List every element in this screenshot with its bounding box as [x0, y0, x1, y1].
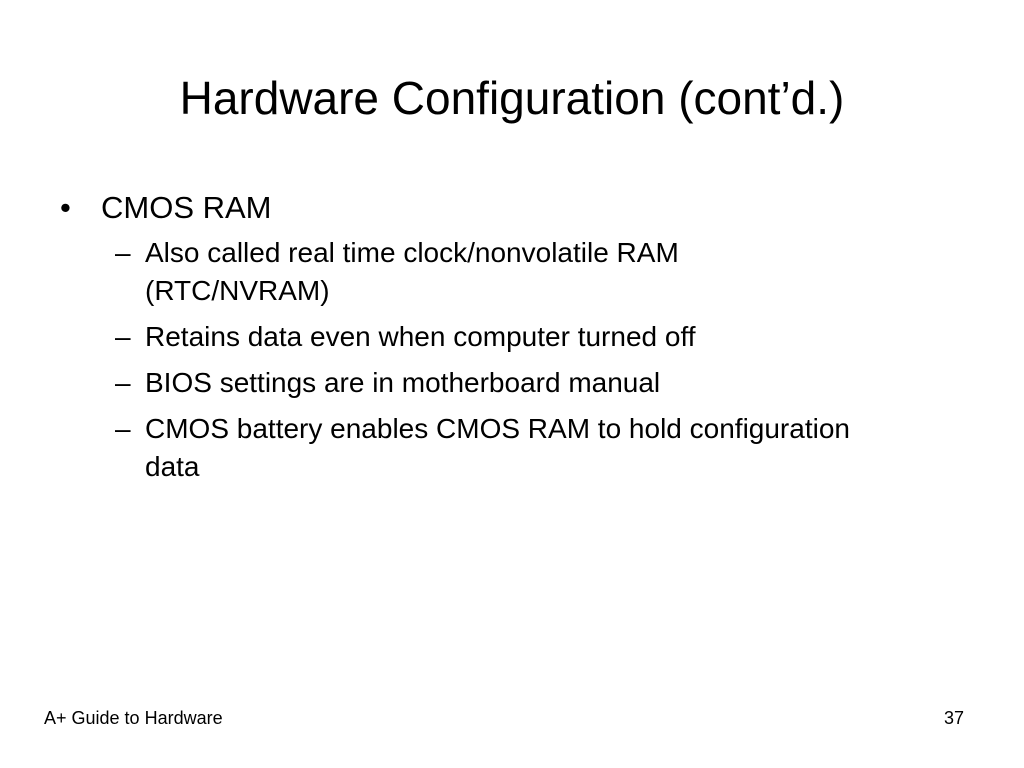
page-number: 37 [943, 708, 964, 728]
sub-bullet-item: – CMOS battery enables CMOS RAM to hold … [60, 410, 865, 486]
sub-bullet-item: – Also called real time clock/nonvolatil… [60, 234, 865, 310]
bullet-text: CMOS RAM [101, 190, 272, 225]
slide-body: • CMOS RAM – Also called real time clock… [60, 186, 960, 486]
sub-bullet-text: BIOS settings are in motherboard manual [145, 367, 661, 398]
bullet-marker: • [60, 190, 71, 225]
sub-bullet-text: Retains data even when computer turned o… [145, 321, 696, 352]
footer-text: A+ Guide to Hardware [44, 708, 223, 728]
slide-title: Hardware Configuration (cont’d.) [179, 72, 845, 124]
sub-bullet-item: – BIOS settings are in motherboard manua… [60, 364, 865, 402]
sub-bullet-text: CMOS battery enables CMOS RAM to hold co… [145, 413, 850, 482]
sub-bullet-list: – Also called real time clock/nonvolatil… [60, 234, 960, 486]
sub-bullet-item: – Retains data even when computer turned… [60, 318, 865, 356]
sub-bullet-marker: – [115, 413, 131, 444]
sub-bullet-marker: – [115, 321, 131, 352]
sub-bullet-marker: – [115, 367, 131, 398]
sub-bullet-text: Also called real time clock/nonvolatile … [145, 237, 679, 306]
sub-bullet-marker: – [115, 237, 131, 268]
bullet-item: • CMOS RAM [60, 186, 960, 230]
